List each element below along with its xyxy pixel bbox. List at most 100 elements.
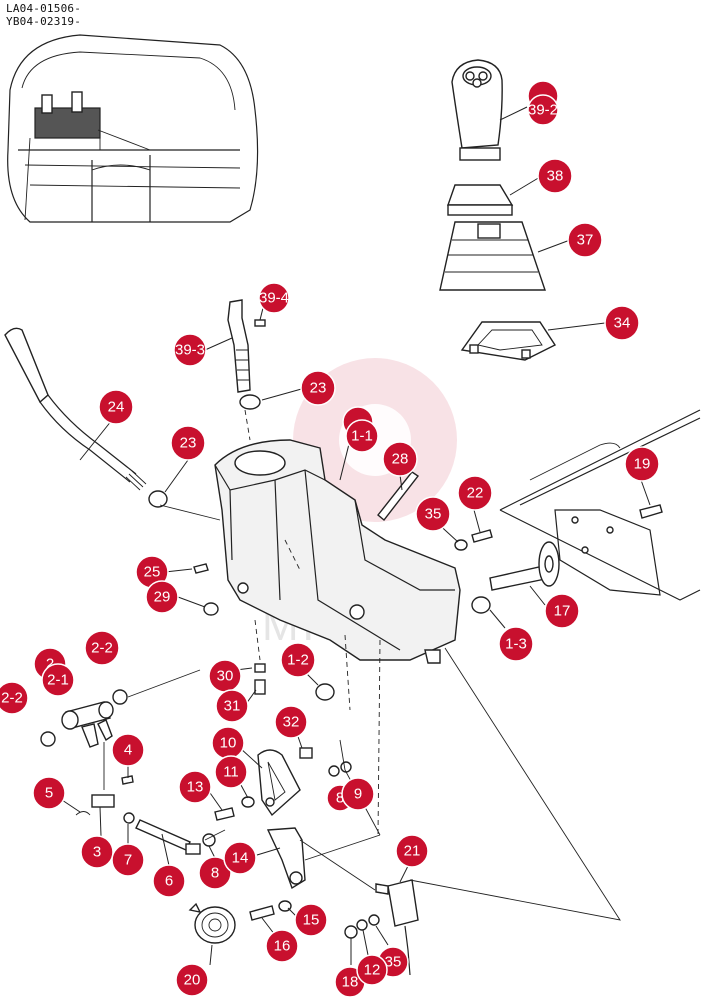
svg-text:3: 3 — [93, 844, 101, 861]
svg-text:30: 30 — [217, 668, 234, 685]
lever-grip — [236, 349, 250, 381]
shaft-flange — [489, 541, 560, 591]
bolt-13 — [214, 807, 235, 821]
callout-8a: 8 — [198, 856, 232, 890]
svg-text:37: 37 — [577, 232, 594, 249]
bushing-1-3 — [471, 596, 491, 614]
svg-text:29: 29 — [154, 589, 171, 606]
callout-23b: 23 — [170, 425, 206, 461]
bolt-4 — [121, 775, 134, 785]
callout-28: 28 — [382, 441, 418, 477]
spring-coil — [188, 902, 236, 944]
callout-14: 14 — [223, 841, 257, 875]
svg-text:1-2: 1-2 — [287, 652, 309, 669]
limit-switch — [375, 879, 419, 976]
control-knob — [451, 59, 503, 161]
callout-38: 38 — [537, 158, 573, 194]
callout-10: 10 — [211, 726, 245, 760]
svg-text:21: 21 — [404, 843, 421, 860]
washer — [454, 539, 468, 551]
pin — [254, 319, 266, 327]
callout-20: 20 — [175, 963, 209, 997]
svg-text:23: 23 — [310, 380, 327, 397]
svg-text:2: 2 — [46, 656, 54, 673]
rubber-boot — [439, 221, 546, 291]
svg-text:17: 17 — [554, 603, 571, 620]
callout-1-1: 1-1 — [345, 419, 379, 453]
callout-3: 3 — [80, 835, 114, 869]
callout-17: 17 — [544, 593, 580, 629]
callout-9: 9 — [341, 777, 375, 811]
svg-text:32: 32 — [283, 714, 300, 731]
washer-12 — [356, 919, 368, 931]
bolt-16 — [249, 905, 275, 921]
bolt-31 — [254, 679, 266, 695]
svg-text:34: 34 — [614, 315, 631, 332]
svg-text:1-3: 1-3 — [505, 636, 527, 653]
callout-22: 22 — [457, 475, 493, 511]
callout-16: 16 — [265, 929, 299, 963]
nut — [148, 490, 168, 508]
callout-31: 31 — [215, 689, 249, 723]
rod-end — [185, 843, 201, 855]
callout-34: 34 — [604, 305, 640, 341]
callout-25: 25 — [135, 555, 169, 589]
callout-37: 37 — [567, 222, 603, 258]
svg-text:39-4: 39-4 — [259, 290, 289, 307]
callout-23a: 23 — [300, 370, 336, 406]
svg-text:39-3: 39-3 — [175, 342, 205, 359]
pivot-body — [61, 701, 114, 748]
svg-text:2-1: 2-1 — [47, 672, 69, 689]
cab-overview — [7, 34, 259, 223]
callout-35a: 35 — [415, 496, 451, 532]
svg-text:23: 23 — [180, 435, 197, 452]
floor-plate — [499, 409, 701, 601]
svg-text:5: 5 — [45, 785, 53, 802]
svg-text:28: 28 — [392, 451, 409, 468]
main-bracket — [214, 439, 461, 664]
doc-code-1: LA04-01506- — [6, 2, 82, 15]
doc-code-2: YB04-02319- — [6, 15, 82, 28]
svg-text:4: 4 — [124, 742, 132, 759]
actuator-arm — [266, 827, 306, 890]
callout-13: 13 — [178, 770, 212, 804]
long-lever — [4, 327, 147, 491]
callouts: 39-2 38 37 39-4 39-3 34 23 24 23 1-1 28 … — [0, 80, 660, 998]
boot-plate — [460, 321, 557, 361]
nut-18 — [344, 925, 358, 939]
callout-1-3: 1-3 — [498, 626, 534, 662]
callout-39-4: 39-4 — [258, 282, 290, 314]
callout-12: 12 — [356, 954, 388, 986]
callout-21: 21 — [395, 834, 429, 868]
callout-15: 15 — [294, 903, 328, 937]
svg-text:24: 24 — [108, 399, 125, 416]
callout-5: 5 — [32, 776, 66, 810]
svg-text:22: 22 — [467, 485, 484, 502]
link-block — [91, 794, 115, 808]
callout-29: 29 — [145, 580, 179, 614]
svg-text:38: 38 — [547, 168, 564, 185]
svg-text:10: 10 — [220, 735, 237, 752]
lever-rod — [227, 299, 251, 393]
svg-text:2-2: 2-2 — [1, 690, 23, 707]
svg-text:8: 8 — [336, 790, 344, 807]
svg-text:7: 7 — [124, 852, 132, 869]
bolt — [471, 529, 493, 543]
threaded-rod — [135, 819, 191, 851]
callout-30: 30 — [208, 659, 242, 693]
callout-2-2b: 2-2 — [0, 681, 29, 715]
callout-8c: 8 — [336, 790, 344, 807]
washer-11 — [241, 796, 255, 808]
callout-4: 4 — [111, 733, 145, 767]
svg-text:35: 35 — [385, 954, 402, 971]
svg-text:6: 6 — [165, 873, 173, 890]
long-pin — [377, 471, 420, 522]
svg-text:16: 16 — [274, 938, 291, 955]
bushing-1-2 — [315, 683, 335, 701]
svg-text:31: 31 — [224, 698, 241, 715]
svg-text:1-1: 1-1 — [351, 428, 373, 445]
cam-plate — [257, 749, 301, 817]
washer-7 — [123, 812, 135, 824]
callout-39-2: 39-2 — [527, 94, 559, 126]
